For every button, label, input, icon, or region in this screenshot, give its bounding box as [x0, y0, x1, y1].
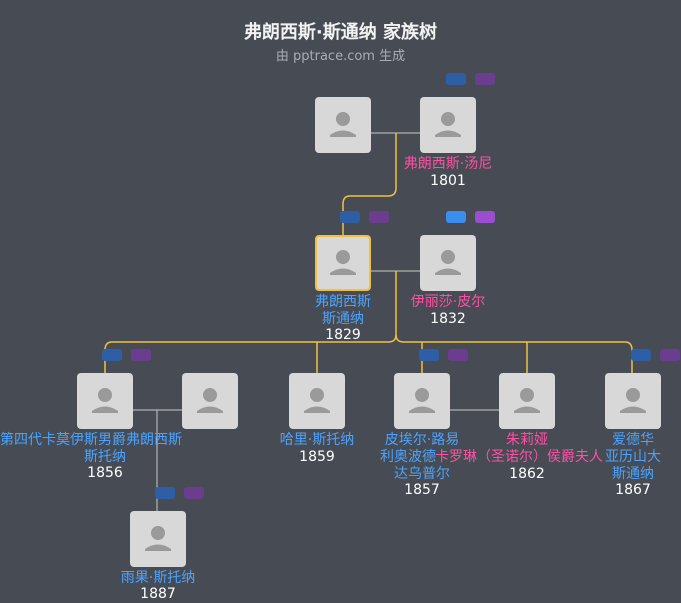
person-year: 1867: [615, 482, 651, 498]
children-bus-line: [395, 334, 633, 373]
person-card-grandchild[interactable]: [130, 511, 186, 567]
person-name: 爱德华: [612, 432, 654, 448]
relation-badge[interactable]: [475, 211, 495, 223]
person-avatar-icon: [514, 388, 540, 413]
person-card-child4[interactable]: [605, 373, 661, 429]
person-year: 1856: [87, 465, 123, 481]
person-name: 第四代卡莫伊斯男爵弗朗西斯: [0, 432, 182, 448]
relation-badge[interactable]: [369, 211, 389, 223]
children-bus-line: [104, 271, 397, 373]
person-card-spouse[interactable]: [420, 235, 476, 291]
person-name: 弗朗西斯: [315, 294, 371, 310]
person-card-gp-father[interactable]: [420, 97, 476, 153]
person-avatar-icon: [435, 250, 461, 275]
person-card-child3[interactable]: [394, 373, 450, 429]
relation-badge[interactable]: [446, 211, 466, 223]
person-name: 利奥波德: [380, 449, 436, 465]
person-name: 斯通纳: [322, 311, 364, 327]
relation-badge[interactable]: [631, 349, 651, 361]
relation-badge[interactable]: [184, 487, 204, 499]
person-avatar-icon: [304, 388, 330, 413]
relation-badge[interactable]: [340, 211, 360, 223]
person-card-child2[interactable]: [289, 373, 345, 429]
person-card-gp-unknown[interactable]: [315, 97, 371, 153]
person-avatar-icon: [409, 388, 435, 413]
relation-badge[interactable]: [155, 487, 175, 499]
person-avatar-icon: [435, 112, 461, 137]
person-year: 1857: [404, 482, 440, 498]
person-avatar-icon: [330, 112, 356, 137]
person-avatar-icon: [330, 250, 356, 275]
person-name: 弗朗西斯·汤尼: [403, 156, 493, 172]
relation-badge[interactable]: [419, 349, 439, 361]
person-year: 1887: [140, 586, 176, 602]
person-name: 哈里·斯托纳: [279, 432, 355, 448]
person-year: 1862: [509, 466, 545, 482]
person-card-child3-spouse[interactable]: [499, 373, 555, 429]
person-name: 朱莉娅: [506, 432, 548, 448]
person-name: 伊丽莎·皮尔: [410, 294, 486, 310]
person-year: 1801: [430, 173, 466, 189]
person-card-focus[interactable]: [315, 235, 371, 291]
person-name: 达乌普尔: [394, 466, 450, 482]
relation-badge[interactable]: [131, 349, 151, 361]
person-name: 斯托纳: [84, 449, 126, 465]
person-card-child1-spouse[interactable]: [182, 373, 238, 429]
relation-badge[interactable]: [660, 349, 680, 361]
person-year: 1832: [430, 311, 466, 327]
person-avatar-icon: [92, 388, 118, 413]
relation-badge[interactable]: [448, 349, 468, 361]
person-avatar-icon: [620, 388, 646, 413]
person-name: 斯通纳: [612, 466, 654, 482]
person-avatar-icon: [197, 388, 223, 413]
person-avatar-icon: [145, 526, 171, 551]
relation-badge[interactable]: [446, 73, 466, 85]
relation-badge[interactable]: [475, 73, 495, 85]
person-year: 1859: [299, 449, 335, 465]
person-year: 1829: [325, 327, 361, 343]
page-title: 弗朗西斯·斯通纳 家族树: [243, 22, 438, 43]
person-name: 亚历山大: [605, 449, 661, 465]
lineage-line: [342, 133, 397, 235]
person-card-child1[interactable]: [77, 373, 133, 429]
page-subtitle: 由 pptrace.com 生成: [275, 49, 406, 64]
person-name: 卡罗琳（圣诺尔）侯爵夫人: [435, 449, 603, 465]
relation-badge[interactable]: [102, 349, 122, 361]
person-name: 皮埃尔·路易: [384, 432, 460, 448]
person-name: 雨果·斯托纳: [120, 570, 196, 586]
